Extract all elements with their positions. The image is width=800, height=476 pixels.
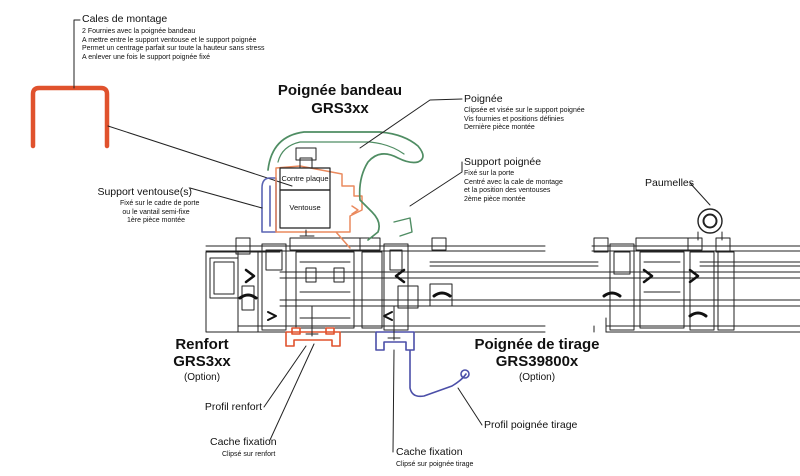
renfort-shape <box>285 327 341 347</box>
poignee-clip <box>393 217 413 237</box>
support-ventouse-title: Support ventouse(s) <box>97 186 192 198</box>
cales-leader <box>73 19 81 89</box>
renfort-ref: GRS3xx <box>173 353 231 370</box>
profil-renfort-leader <box>263 345 307 408</box>
poignee-line-1: Clipsée et visée sur le support poignée <box>464 107 585 114</box>
renfort-option: (Option) <box>183 372 221 383</box>
support-poignee-shape <box>275 165 363 249</box>
cache-fixation-2-leader <box>392 349 395 453</box>
support-poignee-line-3: et la position des ventouses <box>464 187 551 195</box>
contre-plaque-label: Contre plaque <box>281 174 329 183</box>
cache-fixation-1-title: Cache fixation <box>210 436 277 448</box>
poignee-bandeau-title: Poignée bandeau <box>277 82 403 99</box>
paumelles-leader <box>689 182 711 206</box>
renfort-title: Renfort <box>175 336 229 353</box>
support-poignee-title: Support poignée <box>464 156 542 168</box>
support-ventouse-shape <box>261 177 277 233</box>
cache-fixation-1-leader <box>269 343 315 441</box>
poignee-handle-shape <box>267 131 424 241</box>
cales-line-3: Permet un centrage parfait sur toute la … <box>82 45 265 53</box>
support-ventouse-line-1: Fixé sur le cadre de porte <box>120 200 200 207</box>
paumelle-hinge <box>697 208 723 241</box>
support-ventouse-line-2: ou le vantail semi-fixe <box>122 208 190 216</box>
support-ventouse-line-3: 1ère pièce montée <box>127 217 185 225</box>
cales-title: Cales de montage <box>82 13 168 25</box>
renfort-screw <box>305 305 319 337</box>
support-ventouse-leader <box>189 187 263 209</box>
poignee-tirage-option: (Option) <box>518 372 556 383</box>
door-frame-profiles <box>205 237 800 333</box>
support-poignee-leader <box>409 161 463 207</box>
cache-fixation-2-sub: Clipsé sur poignée tirage <box>396 461 474 468</box>
tirage-screw <box>387 305 401 341</box>
cache-fixation-1-sub: Clipsé sur renfort <box>222 451 276 458</box>
ventouse-box <box>279 189 331 229</box>
profil-tirage-leader <box>457 387 483 426</box>
support-poignee-line-2: Centré avec la cale de montage <box>464 178 563 186</box>
profil-poignee-tirage-label: Profil poignée tirage <box>484 419 578 431</box>
cales-line-4: A enlever une fois le support poignée fi… <box>82 53 211 61</box>
cache-fixation-2-title: Cache fixation <box>396 446 463 458</box>
support-poignee-line-4: 2ème pièce montée <box>464 195 526 203</box>
cales-de-montage-shape <box>30 85 110 149</box>
cales-line-1: 2 Fournies avec la poignée bandeau <box>82 28 196 35</box>
poignee-tirage-title: Poignée de tirage <box>474 336 600 353</box>
paumelles-label: Paumelles <box>645 177 695 189</box>
poignee-title: Poignée <box>464 93 503 105</box>
poignee-tirage-ref: GRS39800x <box>495 353 579 370</box>
ventouse-label: Ventouse <box>289 203 321 212</box>
poignee-leader <box>359 98 463 149</box>
poignee-bandeau-ref: GRS3xx <box>311 100 369 117</box>
poignee-tirage-end <box>460 369 470 379</box>
poignee-tirage-shape <box>375 331 467 398</box>
poignee-inner-line <box>277 141 405 163</box>
poignee-line-3: Dernière pièce montée <box>464 124 535 132</box>
cales-line-2: A mettre entre le support ventouse et le… <box>82 36 257 44</box>
cales-to-assembly-leader <box>107 125 293 187</box>
poignee-line-2: Vis fournies et positions définies <box>464 115 564 123</box>
profil-renfort-label: Profil renfort <box>204 401 262 413</box>
support-poignee-line-1: Fixé sur la porte <box>464 170 515 177</box>
